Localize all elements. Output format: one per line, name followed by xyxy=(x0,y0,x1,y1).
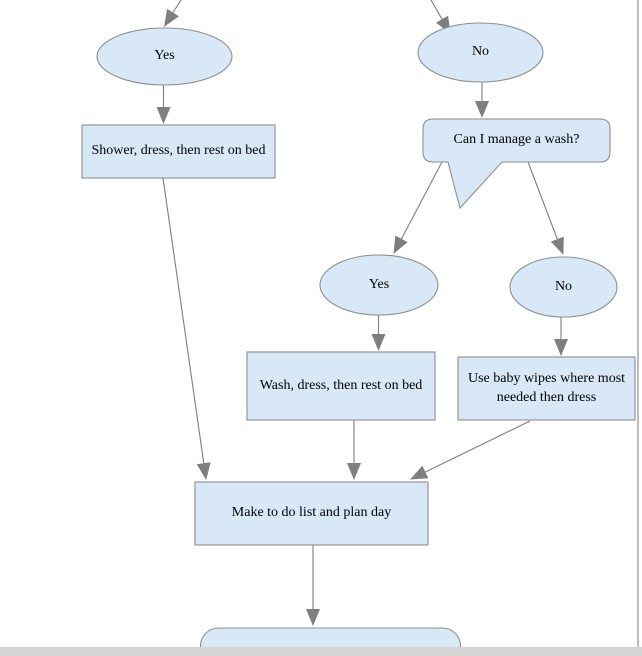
label-process-shower: Shower, dress, then rest on bed xyxy=(91,143,266,159)
node-decision-yes-1[interactable] xyxy=(96,27,233,86)
edge-callout-yes2[interactable] xyxy=(393,161,443,254)
edge-wipes-plan[interactable] xyxy=(410,420,531,480)
label-decision-yes-2: Yes xyxy=(368,276,390,292)
edge-callout-no2[interactable] xyxy=(527,161,564,255)
node-process-shower[interactable] xyxy=(81,124,276,179)
label-decision-no-2: No xyxy=(554,278,573,294)
horizontal-scrollbar[interactable] xyxy=(0,647,642,656)
label-process-wipes: Use baby wipes where most needed then dr… xyxy=(467,371,626,405)
label-process-plan: Make to do list and plan day xyxy=(231,505,392,521)
label-question-wash: Can I manage a wash? xyxy=(453,132,580,148)
node-decision-yes-2[interactable] xyxy=(319,254,439,316)
edge-into-yes-1[interactable] xyxy=(163,0,182,27)
node-process-wipes[interactable] xyxy=(457,356,636,421)
node-process-plan[interactable] xyxy=(194,481,429,546)
edge-shower-plan[interactable] xyxy=(162,177,211,480)
node-question-wash-callout[interactable] xyxy=(422,118,611,210)
node-decision-no-1[interactable] xyxy=(417,22,544,83)
label-decision-yes-1: Yes xyxy=(154,48,175,64)
node-decision-no-2[interactable] xyxy=(509,256,618,318)
label-decision-no-1: No xyxy=(471,44,490,60)
page-right-edge xyxy=(637,0,639,647)
label-process-wash: Wash, dress, then rest on bed xyxy=(259,377,423,393)
node-process-wash[interactable] xyxy=(246,351,436,421)
